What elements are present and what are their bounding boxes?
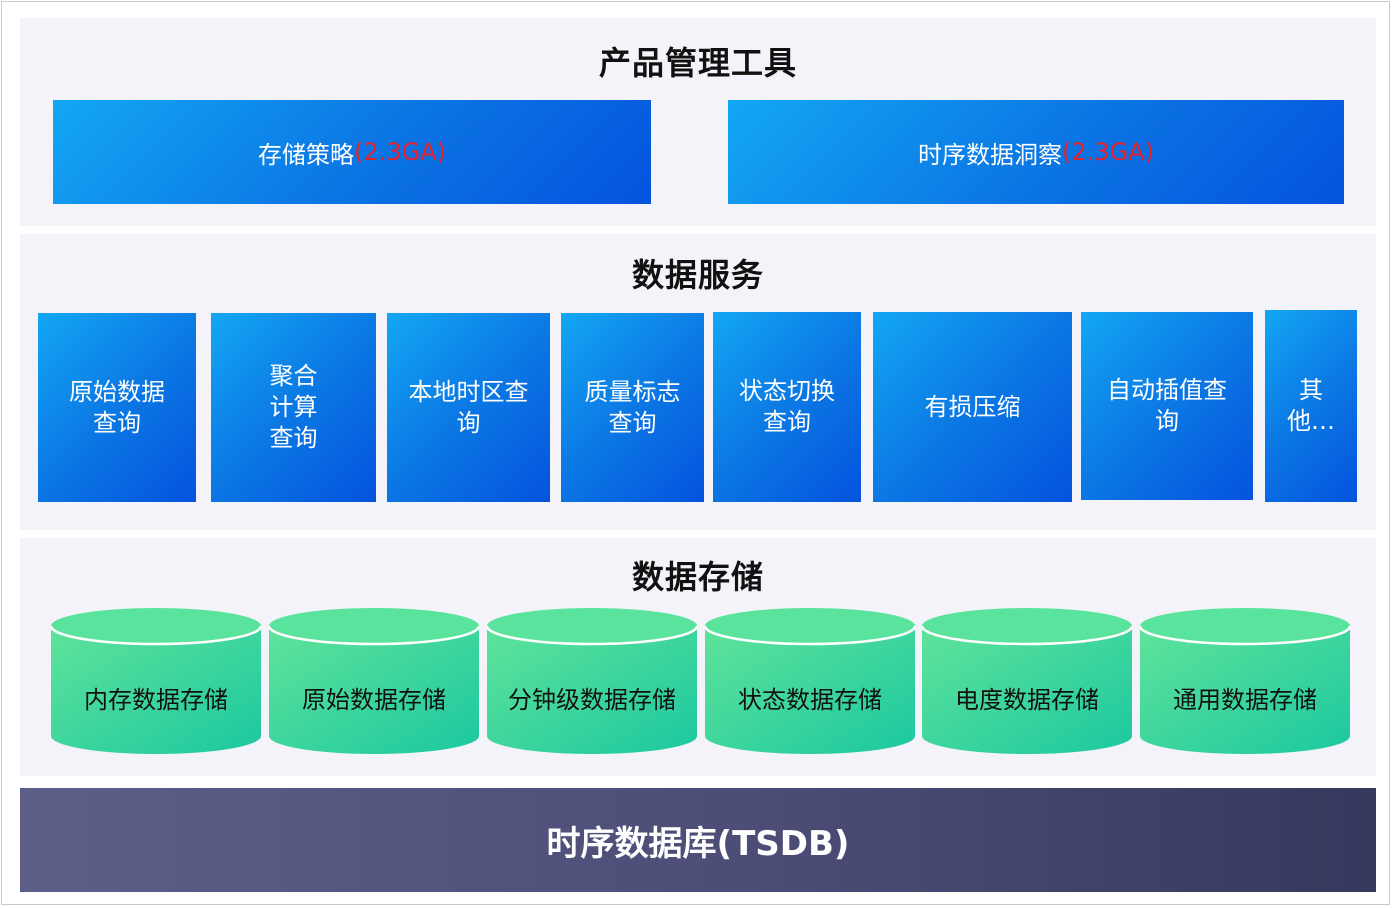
storage-cylinder-label: 通用数据存储	[1173, 686, 1317, 714]
ts-insight-tag: (2.3GA)	[1062, 138, 1154, 166]
service-lossy-compression: 有损压缩	[873, 312, 1072, 502]
storage-cylinder-memory: 内存数据存储	[51, 608, 261, 756]
storage-cylinder-state: 状态数据存储	[705, 608, 915, 756]
product-tools-panel: 产品管理工具 存储策略(2.3GA) 时序数据洞察(2.3GA)	[20, 18, 1376, 226]
service-raw-query: 原始数据查询	[38, 313, 196, 502]
service-timezone-query: 本地时区查询	[387, 313, 550, 502]
storage-cylinder-label: 电度数据存储	[955, 686, 1099, 714]
data-services-panel: 数据服务 原始数据查询 聚合计算查询 本地时区查询 质量标志查询 状态切换查询 …	[20, 234, 1376, 530]
tsdb-label: 时序数据库(TSDB)	[546, 823, 850, 864]
service-state-switch-query: 状态切换查询	[713, 312, 861, 502]
service-others: 其他…	[1265, 310, 1357, 502]
storage-cylinder-raw: 原始数据存储	[269, 608, 479, 756]
storage-cylinder-label: 内存数据存储	[84, 686, 228, 714]
storage-cylinder-label: 状态数据存储	[738, 686, 882, 714]
service-aggregate-query: 聚合计算查询	[211, 313, 376, 502]
ts-insight-box: 时序数据洞察(2.3GA)	[728, 100, 1344, 204]
service-quality-flag-query: 质量标志查询	[561, 313, 704, 502]
storage-cylinder-energy: 电度数据存储	[922, 608, 1132, 756]
service-auto-interpolation-query: 自动插值查询	[1081, 312, 1253, 500]
storage-policy-box: 存储策略(2.3GA)	[53, 100, 651, 204]
data-storage-title: 数据存储	[631, 558, 764, 596]
storage-cylinder-label: 原始数据存储	[302, 686, 446, 714]
data-services-title: 数据服务	[631, 256, 764, 294]
storage-cylinder-general: 通用数据存储	[1140, 608, 1350, 756]
storage-cylinder-label: 分钟级数据存储	[508, 686, 676, 714]
storage-policy-tag: (2.3GA)	[354, 138, 446, 166]
storage-cylinder-minute: 分钟级数据存储	[487, 608, 697, 756]
tsdb-foundation: 时序数据库(TSDB)	[20, 788, 1376, 892]
storage-policy-label: 存储策略	[258, 140, 355, 169]
product-tools-title: 产品管理工具	[598, 44, 797, 82]
ts-insight-label: 时序数据洞察	[918, 140, 1063, 169]
